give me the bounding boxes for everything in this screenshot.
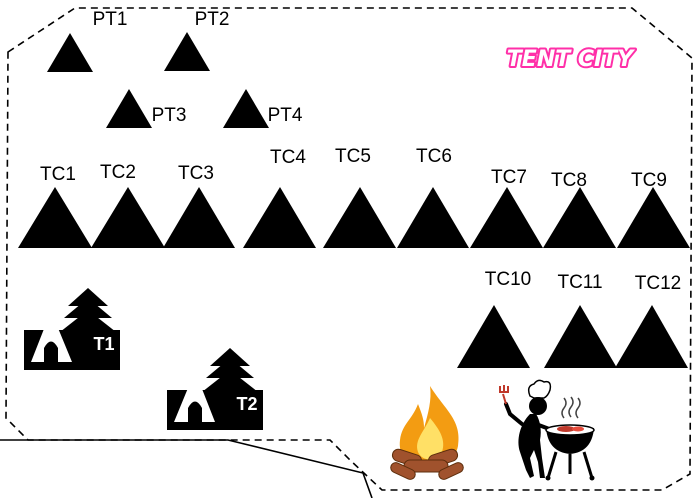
tent-pt2-label: PT2 <box>195 9 230 30</box>
campsite-t1-label: T1 <box>93 334 114 354</box>
tent-tc8-label: TC8 <box>551 170 587 191</box>
tent-tc1[interactable]: TC1 <box>18 164 92 248</box>
campsite-t1[interactable]: T1 <box>24 288 120 370</box>
site-boundary <box>5 7 693 491</box>
tent-tc1-label: TC1 <box>40 164 76 185</box>
tent-tc7-marker <box>470 187 543 248</box>
tent-pt3[interactable]: PT3 <box>106 89 186 128</box>
tent-tc12-marker <box>615 305 688 368</box>
tent-tc1-marker <box>18 187 92 248</box>
tent-tc9-label: TC9 <box>631 170 667 191</box>
tent-tc3[interactable]: TC3 <box>163 163 235 248</box>
tent-pt4[interactable]: PT4 <box>223 89 303 128</box>
tent-tc10-marker <box>457 305 530 368</box>
tent-tc4[interactable]: TC4 <box>243 147 316 248</box>
tent-tc3-label: TC3 <box>178 163 214 184</box>
tent-tc11[interactable]: TC11 <box>544 272 617 368</box>
tent-tc12-label: TC12 <box>635 273 681 294</box>
tent-tc4-marker <box>243 187 316 248</box>
tent-tc6-marker <box>397 187 469 248</box>
road-line <box>0 439 373 498</box>
tent-tc9-marker <box>617 187 690 248</box>
tent-pt2-marker <box>164 32 210 71</box>
tent-tc2-label: TC2 <box>100 162 136 183</box>
tent-pt4-marker <box>223 89 269 128</box>
tent-tc3-marker <box>163 187 235 248</box>
campfire-icon[interactable] <box>389 386 465 481</box>
tent-tc5-marker <box>323 187 396 248</box>
tent-city-row: TC1 TC2 TC3 TC4 TC5 TC6 TC7 TC8 <box>18 146 690 248</box>
tent-tc6[interactable]: TC6 <box>397 146 469 248</box>
tent-tc2[interactable]: TC2 <box>91 162 165 248</box>
tent-tc10[interactable]: TC10 <box>457 269 531 368</box>
campsite-t2-label: T2 <box>236 394 257 414</box>
tent-tc12[interactable]: TC12 <box>615 273 688 368</box>
tent-tc9[interactable]: TC9 <box>617 170 690 248</box>
tent-tc8-marker <box>543 187 616 248</box>
tent-pt3-marker <box>106 89 152 128</box>
tent-tc11-label: TC11 <box>557 272 602 293</box>
tent-tc8[interactable]: TC8 <box>543 170 616 248</box>
private-tents: PT1 PT2 PT3 PT4 <box>47 9 303 128</box>
tent-pt1-marker <box>47 33 93 72</box>
tent-tc7[interactable]: TC7 <box>470 167 543 248</box>
map-title-text: TENT CITY <box>507 47 635 72</box>
tent-tc5[interactable]: TC5 <box>323 146 396 248</box>
tent-city-row-2: TC10 TC11 TC12 <box>457 269 688 368</box>
tent-pt1-label: PT1 <box>93 9 128 30</box>
campsite-t2-icon <box>167 348 263 430</box>
tent-tc2-marker <box>91 187 165 248</box>
tent-pt2[interactable]: PT2 <box>164 9 229 71</box>
tent-tc5-label: TC5 <box>335 146 371 167</box>
tent-tc6-label: TC6 <box>416 146 452 167</box>
tent-tc10-label: TC10 <box>485 269 531 290</box>
campsite-t2[interactable]: T2 <box>167 348 263 430</box>
bbq-chef-icon[interactable] <box>499 379 595 481</box>
map-title: TENT CITY <box>505 45 637 74</box>
tent-tc4-label: TC4 <box>270 147 306 168</box>
tent-tc11-marker <box>544 305 617 368</box>
tent-pt4-label: PT4 <box>268 105 303 126</box>
tent-pt3-label: PT3 <box>152 105 187 126</box>
campsite-t1-icon <box>24 288 120 370</box>
tent-tc7-label: TC7 <box>491 167 527 188</box>
tent-pt1[interactable]: PT1 <box>47 9 127 72</box>
